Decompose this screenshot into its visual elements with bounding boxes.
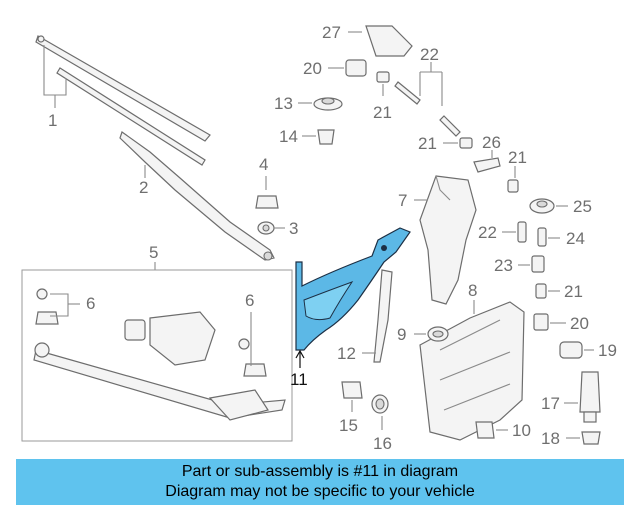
callout-6b: 6 bbox=[245, 291, 254, 310]
seal-part-9 bbox=[414, 326, 449, 342]
callout-22b: 22 bbox=[478, 223, 497, 242]
bushing-part-b bbox=[238, 312, 267, 377]
reservoir-tank-part-8 bbox=[419, 300, 525, 441]
callout-21a: 21 bbox=[373, 103, 392, 122]
wiper-motor-linkage-part bbox=[33, 311, 286, 421]
callout-24: 24 bbox=[566, 229, 585, 248]
callout-25: 25 bbox=[573, 197, 592, 216]
callout-21b: 21 bbox=[418, 134, 437, 153]
callout-7: 7 bbox=[398, 191, 407, 210]
wiper-arm-part bbox=[119, 131, 275, 261]
callout-20b: 20 bbox=[570, 314, 589, 333]
callout-12: 12 bbox=[337, 344, 356, 363]
callout-16: 16 bbox=[373, 434, 392, 453]
clamp-part-10 bbox=[475, 421, 508, 439]
callout-6a: 6 bbox=[86, 294, 95, 313]
callout-3: 3 bbox=[289, 219, 298, 238]
pump-part-23 bbox=[518, 255, 545, 273]
callout-21d: 21 bbox=[564, 282, 583, 301]
info-banner: Part or sub-assembly is #11 in diagram D… bbox=[16, 459, 624, 505]
callout-21c: 21 bbox=[508, 148, 527, 167]
callout-5: 5 bbox=[149, 243, 158, 262]
callout-15: 15 bbox=[339, 416, 358, 435]
connector-part-26 bbox=[473, 150, 501, 173]
sensor-part-15 bbox=[341, 381, 363, 412]
valve-part-24 bbox=[537, 227, 560, 247]
callout-9: 9 bbox=[397, 325, 406, 344]
banner-line-2: Diagram may not be specific to your vehi… bbox=[165, 483, 475, 500]
callout-23: 23 bbox=[494, 256, 513, 275]
callout-20a: 20 bbox=[303, 59, 322, 78]
grommet-part-13 bbox=[298, 97, 343, 111]
washer-pipe-part bbox=[362, 269, 393, 363]
callout-22a: 22 bbox=[420, 45, 439, 64]
connector-part-20a bbox=[328, 59, 367, 77]
grommet-part-25 bbox=[529, 198, 568, 214]
callout-2: 2 bbox=[139, 178, 148, 197]
bracket-part-11 bbox=[295, 227, 411, 368]
callout-10: 10 bbox=[512, 421, 531, 440]
callout-1: 1 bbox=[48, 111, 57, 130]
nozzle-part-27 bbox=[348, 25, 413, 57]
callout-27: 27 bbox=[322, 23, 341, 42]
callout-14: 14 bbox=[279, 127, 298, 146]
plug-part-14 bbox=[302, 129, 335, 145]
callout-18: 18 bbox=[541, 429, 560, 448]
hose-part-22 bbox=[394, 62, 461, 137]
callout-17: 17 bbox=[541, 394, 560, 413]
callout-4: 4 bbox=[259, 155, 268, 174]
assembly-frame bbox=[21, 269, 293, 442]
callout-26: 26 bbox=[482, 133, 501, 152]
nut-part bbox=[257, 221, 285, 235]
banner-line-1: Part or sub-assembly is #11 in diagram bbox=[181, 463, 459, 480]
callout-8: 8 bbox=[468, 281, 477, 300]
seal-part-19 bbox=[559, 341, 594, 359]
pump-part-22b bbox=[502, 221, 527, 243]
connector-part-20b bbox=[533, 313, 566, 331]
fitting-part-21c bbox=[507, 166, 519, 193]
ring-part-16 bbox=[371, 394, 389, 430]
callout-19: 19 bbox=[598, 341, 617, 360]
washer-pump-part-17 bbox=[564, 371, 601, 423]
wiper-blade-part bbox=[35, 35, 211, 166]
cap-part bbox=[255, 176, 279, 209]
bushing-part bbox=[35, 288, 80, 325]
reservoir-filler-part-7 bbox=[414, 175, 477, 305]
fitting-part-21a bbox=[376, 71, 390, 96]
grommet-part-18 bbox=[566, 431, 601, 445]
fitting-part-21d bbox=[535, 283, 560, 299]
fitting-part-21b bbox=[443, 137, 473, 149]
callout-11: 11 bbox=[290, 370, 308, 389]
callout-13: 13 bbox=[274, 94, 293, 113]
